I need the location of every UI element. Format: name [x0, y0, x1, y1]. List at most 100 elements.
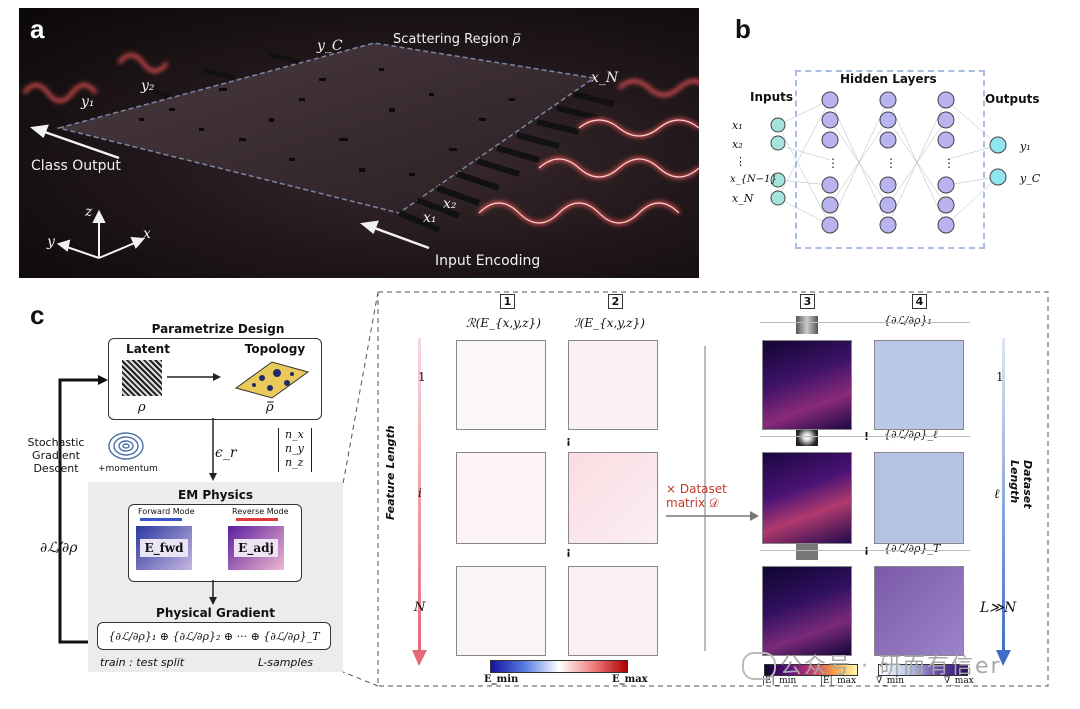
x2-label: x₂ — [443, 196, 457, 212]
e-fwd-block: E_fwd — [136, 526, 192, 570]
nn-input-xN-1: x_{N−1} — [730, 174, 777, 185]
feature-row-1: 1 — [418, 370, 426, 384]
col2-label: ℐ(E_{x,y,z}) — [574, 316, 645, 330]
scatter-holes — [139, 68, 515, 176]
panel-a-illustration: Scattering Region ρ̿ Class Output Input … — [19, 8, 699, 278]
col-num-1: 1 — [500, 294, 515, 309]
em-physics-title: EM Physics — [178, 488, 253, 502]
col1-label: ℛ(E_{x,y,z}) — [466, 316, 541, 330]
imag-field-row-i — [568, 452, 658, 544]
feature-row-N: N — [414, 600, 426, 615]
gradient-sum-box: {∂ℒ/∂ρ}₁ ⊕ {∂ℒ/∂ρ}₂ ⊕ ··· ⊕ {∂ℒ/∂ρ}_T — [97, 622, 331, 650]
dataset-row-1: 1 — [996, 370, 1004, 384]
axes-icon — [56, 209, 146, 259]
axis-x-label: x — [143, 226, 151, 242]
dataset-length-label: Dataset Length — [1008, 460, 1034, 509]
gradient-colorbar — [878, 664, 968, 676]
abs-field-row-T — [762, 566, 852, 656]
n-vector: n_x n_y n_z — [278, 428, 312, 472]
col3-vdots-1: ! — [864, 430, 870, 443]
nn-input-xN: x_N — [732, 192, 754, 205]
col-num-4: 4 — [912, 294, 927, 309]
dataset-matrix-arrow — [666, 511, 759, 521]
real-field-row-1 — [456, 340, 546, 430]
feature-length-label: Feature Length — [384, 425, 397, 520]
colorbar-abs-max: |E|_max — [820, 676, 857, 686]
gradient-row-l — [874, 452, 964, 544]
n-y: n_y — [285, 442, 304, 455]
row-separator-1 — [760, 322, 970, 323]
design-to-physics-arrow — [209, 418, 217, 481]
nn-output-y1: y₁ — [1020, 140, 1031, 153]
forward-arrow — [140, 518, 182, 521]
col4-label-1: {∂ℒ/∂ρ}₁ — [884, 314, 932, 327]
gradient-row-T — [874, 566, 964, 656]
reverse-arrow — [236, 518, 278, 521]
train-test-split-label: train : test split — [100, 656, 185, 669]
e-adj-label: E_adj — [234, 539, 278, 557]
nn-input-dots: ⋮ — [735, 155, 746, 168]
col4-label-T: {∂ℒ/∂ρ}_T — [884, 542, 941, 555]
annotation-arrows — [29, 124, 430, 250]
axis-y-label: y — [47, 234, 55, 250]
col2-vdots-2: ¡ — [566, 545, 572, 558]
col2-vdots-1: ¡ — [566, 434, 572, 447]
wechat-logo-icon — [742, 652, 776, 680]
x1-label: x₁ — [423, 210, 437, 226]
sample-thumb-T — [796, 542, 818, 560]
dataset-row-l: ℓ — [994, 487, 1000, 502]
feature-length-arrow — [412, 338, 427, 666]
dataset-length-arrow — [996, 338, 1011, 666]
dataset-row-L: L≫N — [980, 600, 1017, 616]
scattering-slab — [56, 42, 596, 214]
yc-label: y_C — [317, 38, 343, 54]
col-num-2: 2 — [608, 294, 623, 309]
gradient-row-1 — [874, 340, 964, 430]
output-nodes — [989, 136, 1007, 186]
physics-to-gradient-arrow — [209, 580, 217, 605]
col-num-3: 3 — [800, 294, 815, 309]
momentum-label: +momentum — [98, 464, 158, 474]
xN-label: x_N — [591, 70, 619, 86]
dl-drho-label: ∂ℒ/∂ρ — [40, 540, 78, 556]
sgd-feedback-loop — [58, 375, 108, 644]
hidden-layers-title: Hidden Layers — [840, 72, 937, 86]
feature-row-i: i — [418, 486, 422, 500]
watermark-text: 公众号 · 研而有信er — [780, 654, 1002, 679]
y1-label: y₁ — [81, 94, 95, 110]
row-separator-l — [760, 436, 970, 437]
rho-label: ρ — [138, 400, 146, 415]
input-waveguides — [397, 91, 615, 233]
panel-label-a: a — [30, 14, 45, 44]
nn-input-x2: x₂ — [732, 138, 743, 151]
nn-input-x1: x₁ — [732, 119, 743, 132]
latent-title: Latent — [126, 342, 170, 356]
panel-label-c: c — [30, 300, 45, 330]
divider-bar — [704, 346, 706, 651]
class-output-label: Class Output — [31, 158, 121, 174]
momentum-spiral-icon — [108, 432, 144, 460]
col3-vdots-2: ¡ — [864, 543, 870, 556]
neural-network-diagram: ⋮⋮⋮ — [770, 91, 1007, 234]
imag-field-row-1 — [568, 340, 658, 430]
reverse-mode-label: Reverse Mode — [232, 507, 289, 516]
abs-field-row-l — [762, 452, 852, 544]
topology-image — [234, 361, 310, 399]
dataset-matrix-label: × Dataset matrix 𝒟 — [666, 482, 727, 510]
l-samples-label: L-samples — [258, 656, 313, 669]
row-separator-T — [760, 550, 970, 551]
light-waves-core — [478, 119, 699, 224]
colorbar-e-min: E_min — [484, 674, 519, 685]
inputs-title: Inputs — [750, 90, 794, 104]
n-x: n_x — [285, 428, 304, 441]
colorbar-grad-min: ∇_min — [876, 676, 904, 686]
sgd-label: Stochastic Gradient Descent — [27, 436, 85, 475]
nn-output-yc: y_C — [1020, 172, 1041, 185]
rho-bar-label: ρ̿ — [266, 400, 274, 415]
scattering-device-render — [22, 42, 699, 259]
svg-text:⋮: ⋮ — [885, 156, 897, 170]
real-field-row-i — [456, 452, 546, 544]
col4-label-l: {∂ℒ/∂ρ}_ℓ — [884, 428, 938, 441]
input-nodes — [770, 117, 786, 206]
parametrize-design-title: Parametrize Design — [151, 322, 285, 336]
